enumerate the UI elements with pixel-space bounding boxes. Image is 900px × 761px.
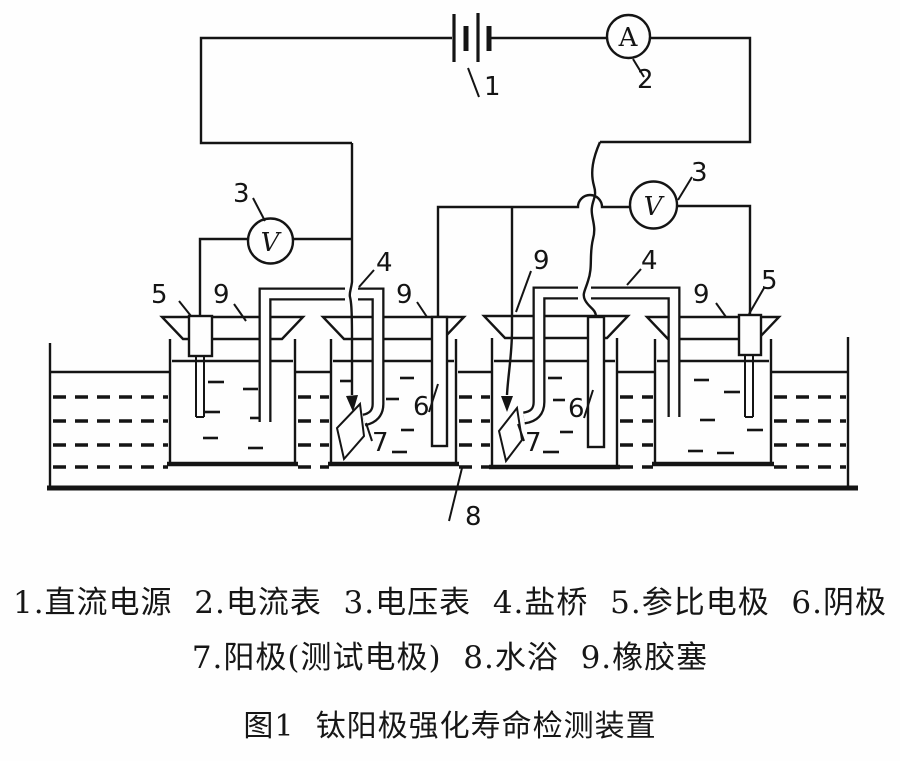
bath-water-dashes bbox=[53, 395, 846, 469]
label-voltmeter-right: 3 bbox=[691, 158, 708, 188]
liquid-dashes bbox=[543, 376, 573, 454]
label-salt-bridge-left: 4 bbox=[376, 248, 393, 278]
reference-electrode-left bbox=[187, 314, 214, 418]
label-stopper-2: 9 bbox=[396, 280, 413, 310]
stopper-2-leader bbox=[416, 301, 428, 318]
label-battery: 1 bbox=[484, 72, 501, 102]
stopper-4-leader bbox=[715, 302, 727, 318]
salt-bridge-left bbox=[258, 287, 385, 427]
wire-voltmeter-right-to-ref bbox=[677, 204, 752, 315]
voltmeter-letter: V bbox=[261, 228, 282, 258]
number-labels: 1 2 3 3 4 4 5 5 6 6 7 7 8 9 9 9 9 bbox=[151, 65, 778, 532]
anode-left bbox=[335, 401, 366, 462]
label-anode-left: 7 bbox=[372, 428, 389, 458]
ammeter-leader bbox=[632, 58, 645, 78]
anode-left-leader bbox=[365, 422, 373, 442]
ammeter-letter: A bbox=[618, 23, 639, 53]
wire-to-anode-right bbox=[505, 207, 514, 396]
label-stopper-1: 9 bbox=[213, 280, 230, 310]
salt-bridge-right bbox=[522, 286, 681, 425]
label-stopper-3: 9 bbox=[533, 246, 550, 276]
label-cathode-right: 6 bbox=[568, 394, 585, 424]
label-water-bath: 8 bbox=[465, 502, 482, 532]
ref-left-leader bbox=[178, 300, 192, 317]
wire-battery-left bbox=[199, 36, 452, 145]
cathode-left bbox=[430, 315, 449, 448]
salt-bridge-right-leader bbox=[626, 268, 642, 286]
anode-wire-arrowhead bbox=[501, 396, 513, 412]
cathode-right bbox=[586, 315, 606, 449]
anode-right bbox=[497, 405, 524, 464]
figure-legend-line-1: 1.直流电源 2.电流表 3.电压表 4.盐桥 5.参比电极 6.阴极 bbox=[12, 585, 887, 621]
water-bath bbox=[47, 337, 858, 491]
beaker-2 bbox=[320, 315, 467, 467]
wire-wavy-to-cathode-right bbox=[582, 141, 602, 318]
figure-legend-line-2: 7.阳极(测试电极) 8.水浴 9.橡胶塞 bbox=[191, 640, 709, 676]
ammeter: A bbox=[605, 13, 652, 60]
wire-cathode-to-anode-link bbox=[436, 193, 630, 317]
label-voltmeter-left: 3 bbox=[233, 179, 250, 209]
battery-leader bbox=[467, 67, 480, 98]
ref-right-leader bbox=[748, 287, 765, 315]
voltmeter-right: V bbox=[628, 180, 679, 230]
wire-crossing-gap bbox=[345, 286, 358, 303]
wire-voltmeter-left-to-ref bbox=[198, 237, 248, 316]
wire-ammeter-right bbox=[600, 36, 752, 144]
voltmeter-left: V bbox=[246, 217, 295, 265]
anode-right-leader bbox=[517, 423, 525, 442]
label-ammeter: 2 bbox=[637, 65, 654, 95]
beaker-1 bbox=[159, 315, 306, 467]
rubber-stopper-3 bbox=[481, 314, 631, 340]
voltmeter-left-leader bbox=[252, 197, 266, 222]
figure-title: 图1 钛阳极强化寿命检测装置 bbox=[243, 709, 657, 744]
rubber-stopper-1 bbox=[159, 315, 306, 341]
apparatus-diagram: A V V bbox=[47, 13, 858, 532]
stopper-3-leader bbox=[515, 270, 532, 313]
wire-to-anode-left bbox=[348, 143, 354, 395]
liquid-dashes bbox=[203, 380, 264, 450]
label-stopper-4: 9 bbox=[693, 280, 710, 310]
anode-wire-arrowhead bbox=[346, 395, 358, 412]
label-ref-right: 5 bbox=[761, 266, 778, 296]
water-bath-leader bbox=[448, 467, 463, 522]
reference-electrode-right bbox=[737, 313, 763, 418]
label-salt-bridge-right: 4 bbox=[641, 246, 658, 276]
voltmeter-letter: V bbox=[644, 192, 665, 222]
liquid-dashes bbox=[688, 378, 763, 455]
battery bbox=[452, 13, 492, 62]
stopper-1-leader bbox=[233, 303, 247, 322]
circuit-wires bbox=[198, 36, 752, 412]
label-anode-right: 7 bbox=[525, 428, 542, 458]
label-ref-left: 5 bbox=[151, 280, 168, 310]
liquid-dashes bbox=[340, 376, 414, 454]
cathode-left-leader bbox=[428, 383, 439, 413]
voltmeter-right-leader bbox=[677, 176, 693, 201]
label-cathode-left: 6 bbox=[413, 392, 430, 422]
cathode-right-leader bbox=[583, 389, 594, 419]
leader-lines bbox=[178, 58, 765, 522]
salt-bridge-left-leader bbox=[358, 269, 375, 288]
